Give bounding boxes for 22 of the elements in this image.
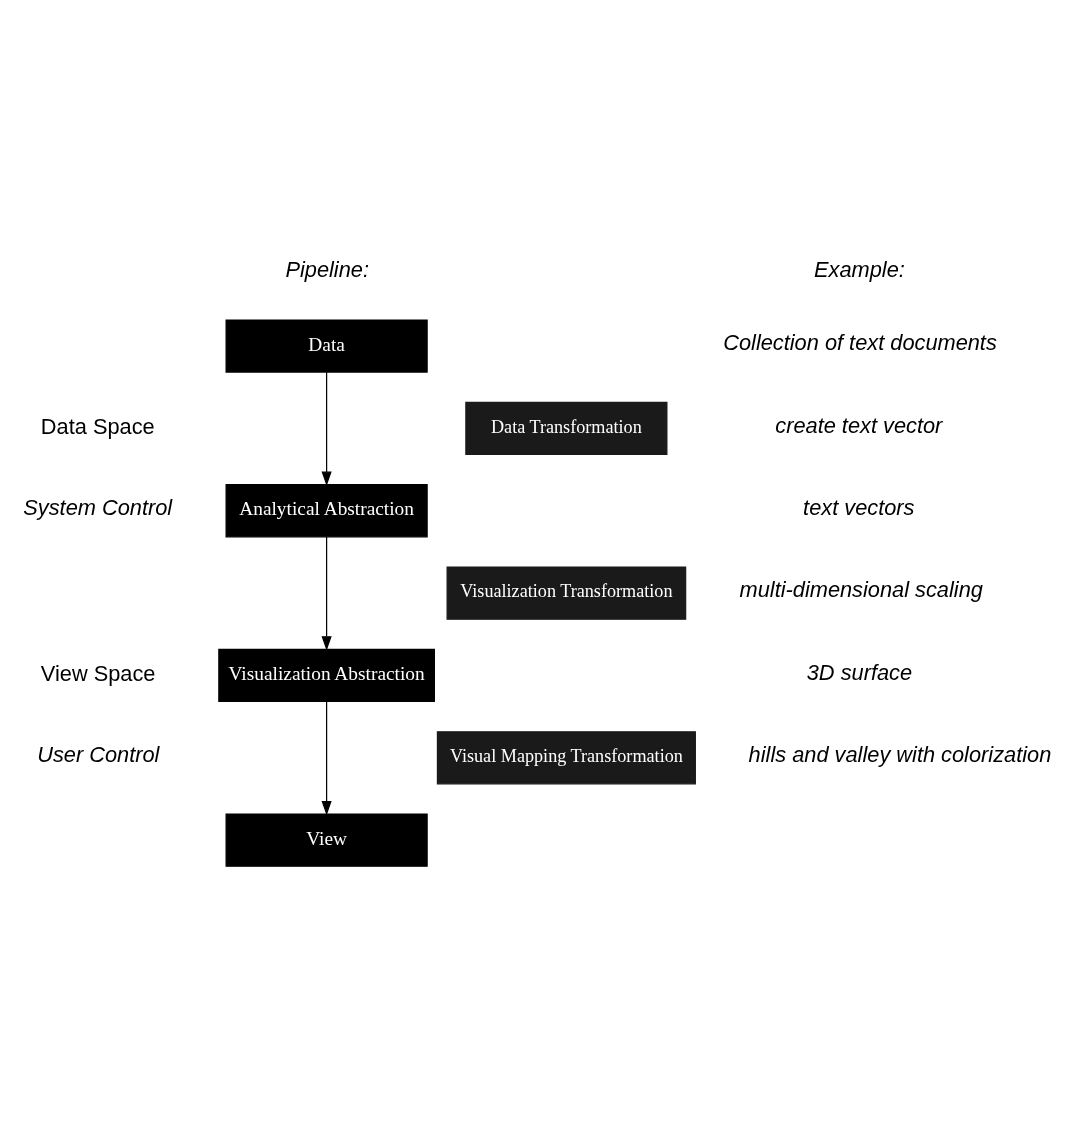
label: Collection of text documents — [723, 329, 997, 355]
label: User Control — [37, 741, 160, 767]
node-box: Data — [225, 318, 428, 373]
node-box: View — [225, 813, 428, 867]
arrow — [321, 371, 332, 486]
node-box: Data Transformation — [465, 401, 668, 455]
label: multi-dimensional scaling — [739, 576, 983, 602]
label: Data Space — [40, 413, 155, 439]
label: text vectors — [803, 494, 915, 520]
node-box: Visualization Transformation — [446, 565, 687, 620]
label: View Space — [40, 660, 156, 686]
label: create text vector — [775, 412, 943, 438]
node-box: Analytical Abstraction — [225, 483, 428, 537]
label: Pipeline: — [285, 256, 369, 282]
label: System Control — [23, 494, 173, 520]
label: hills and valley with colorization — [748, 741, 1052, 767]
node-box: Visualization Abstraction — [218, 648, 435, 702]
arrow — [321, 700, 332, 815]
arrow — [321, 535, 332, 651]
label: 3D surface — [806, 659, 913, 685]
label: Example: — [814, 256, 905, 282]
node-box: Visual Mapping Transformation — [436, 730, 696, 784]
